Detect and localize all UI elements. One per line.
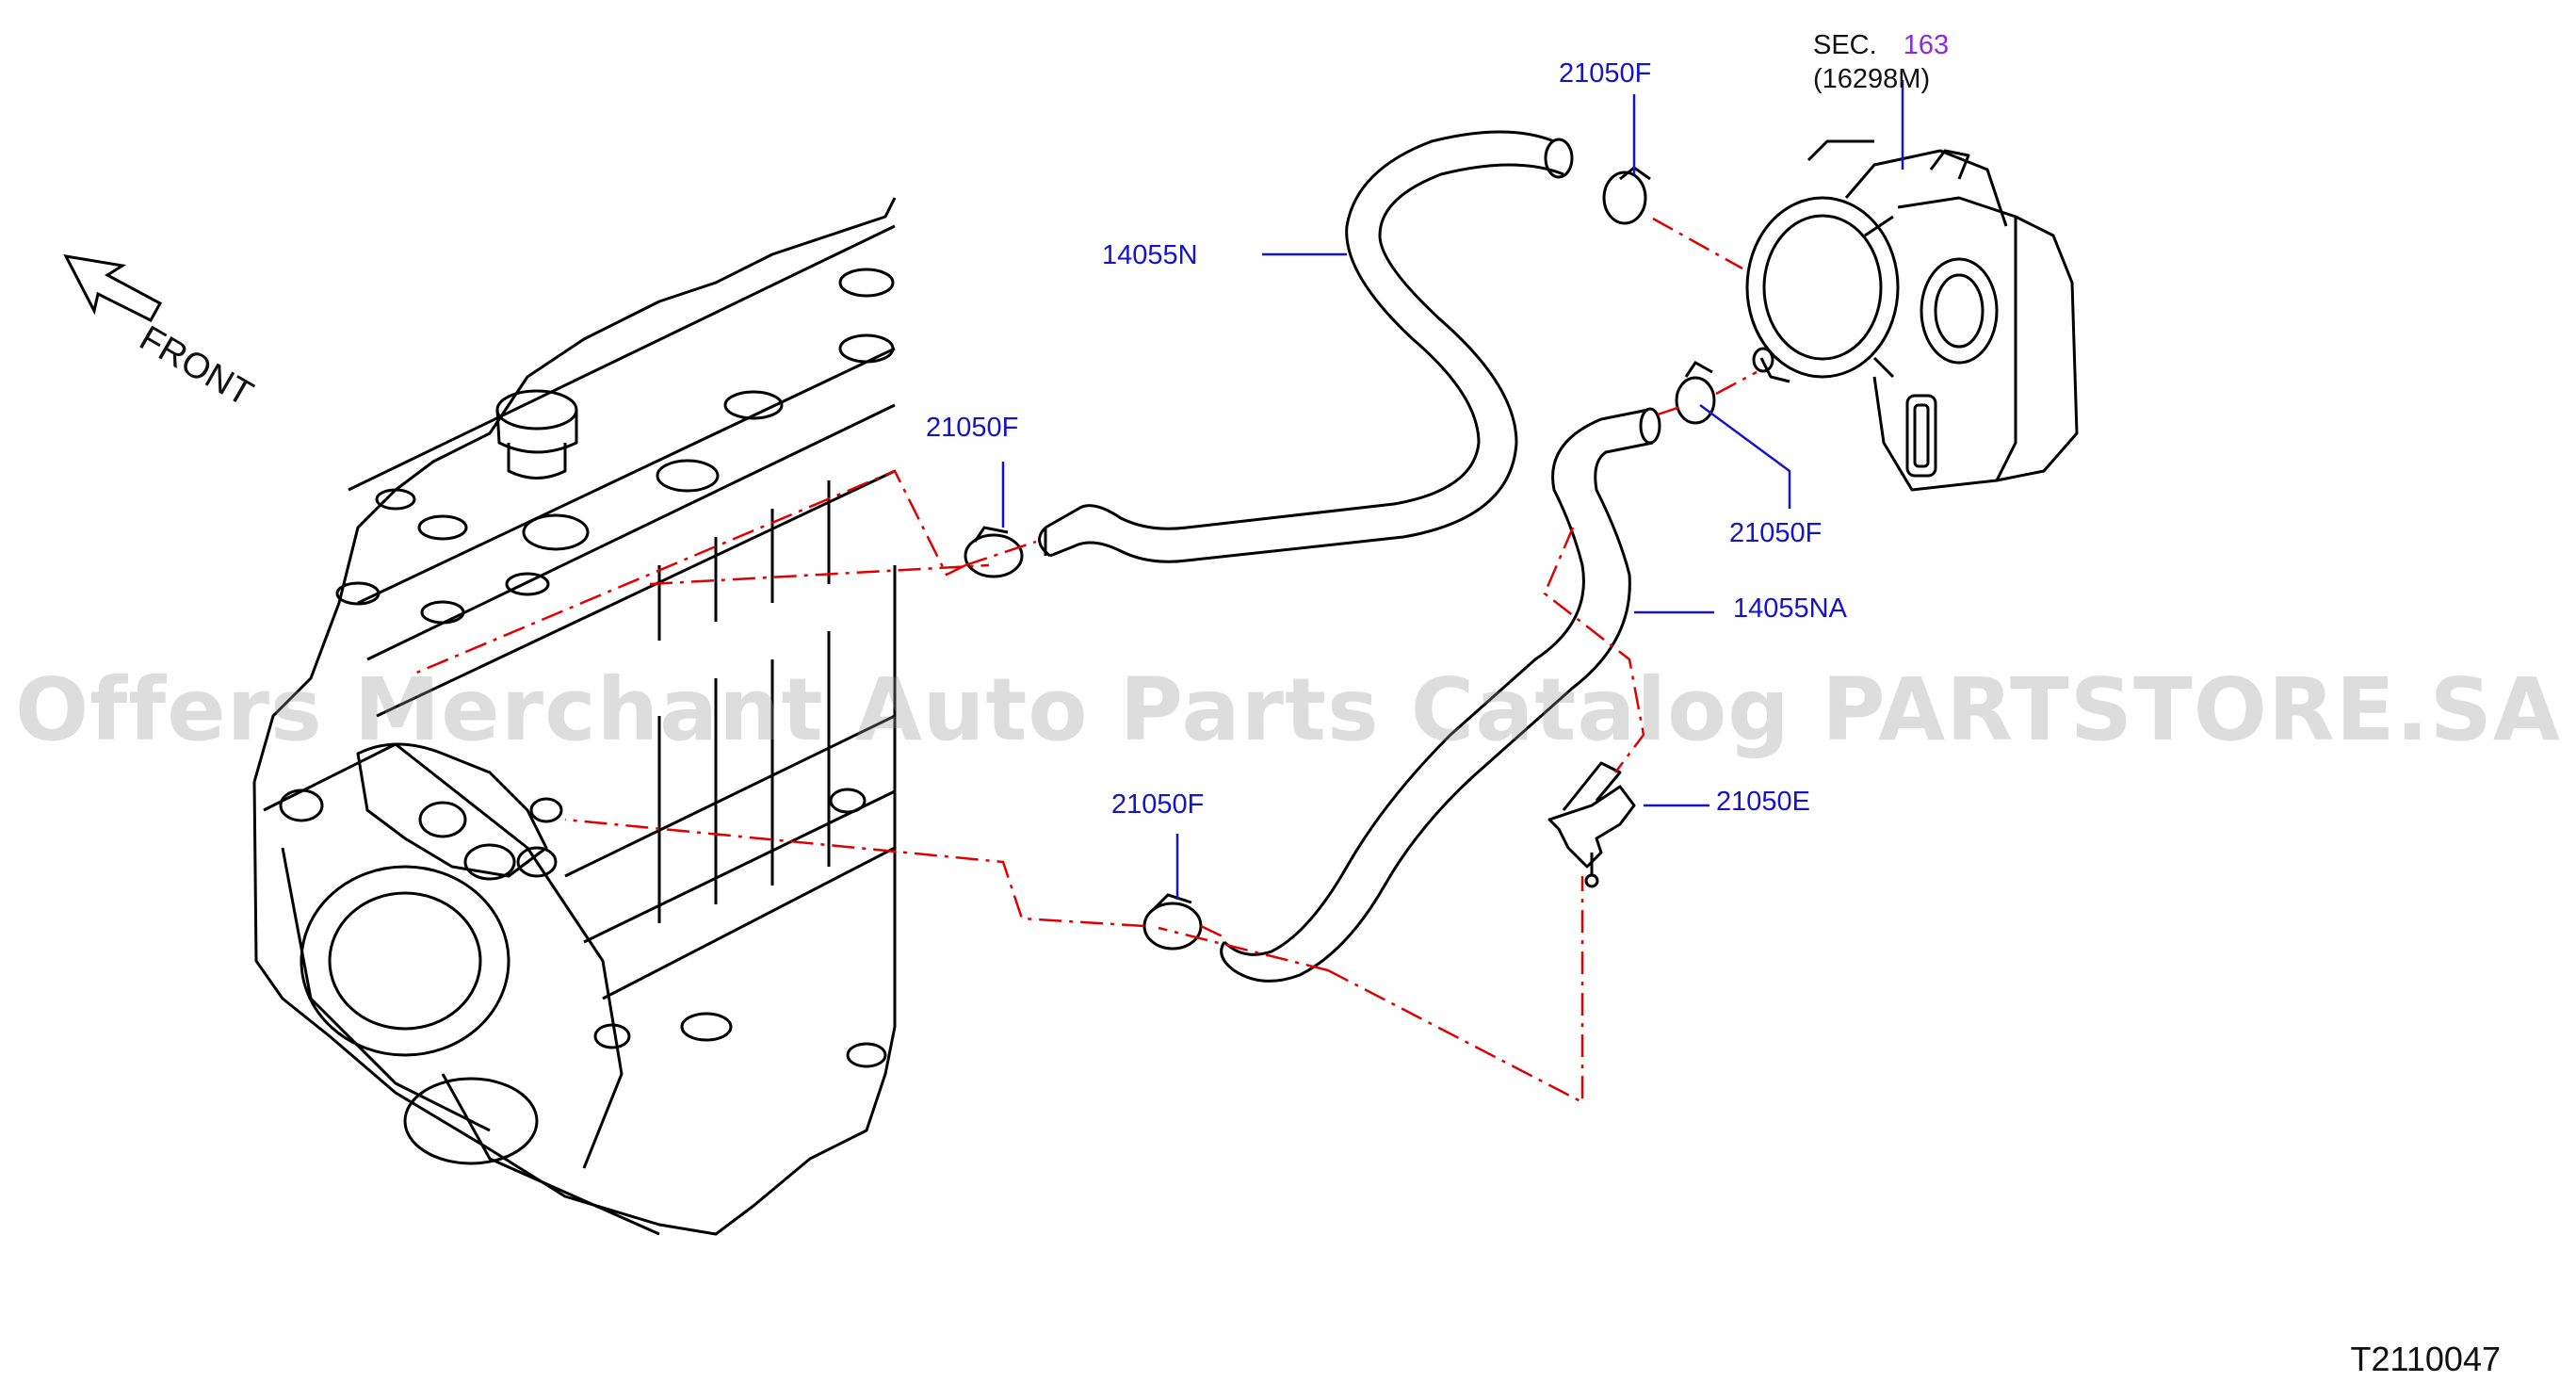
section-prefix: SEC. [1813,30,1877,60]
callout-clamp-top[interactable]: 21050F [1559,58,1652,89]
clamp-icon[interactable] [964,526,1024,578]
connection-lines [413,217,1758,1105]
clamp-icon[interactable] [1675,361,1716,425]
hose-14055n[interactable] [1038,130,1574,563]
callout-leaders [1001,80,1904,900]
callout-clamp-right[interactable]: 21050F [1729,518,1823,548]
hose-clip[interactable] [1547,761,1636,888]
watermark-text: Offers Merchant Auto Parts Catalog PARTS… [14,659,2562,760]
throttle-body[interactable] [1745,139,2079,492]
callout-clip[interactable]: 21050E [1716,787,1810,817]
engine-block [252,197,897,1236]
section-part-number: (16298M) [1813,64,1931,94]
front-arrow-icon [63,254,163,322]
clamp-icon[interactable] [1602,166,1651,225]
clamp-icon[interactable] [1142,893,1203,951]
callout-clamp-bottom[interactable]: 21050F [1111,789,1205,820]
section-number-link[interactable]: 163 [1903,30,1950,60]
callout-clamp-left[interactable]: 21050F [926,413,1019,443]
callout-hose-lower[interactable]: 14055NA [1733,593,1847,624]
drawing-id: T2110047 [2350,1340,2501,1378]
callout-hose-upper[interactable]: 14055N [1102,240,1198,270]
section-reference[interactable]: SEC. 163 (16298M) [1813,28,1949,96]
hose-14055na[interactable] [1220,407,1661,983]
